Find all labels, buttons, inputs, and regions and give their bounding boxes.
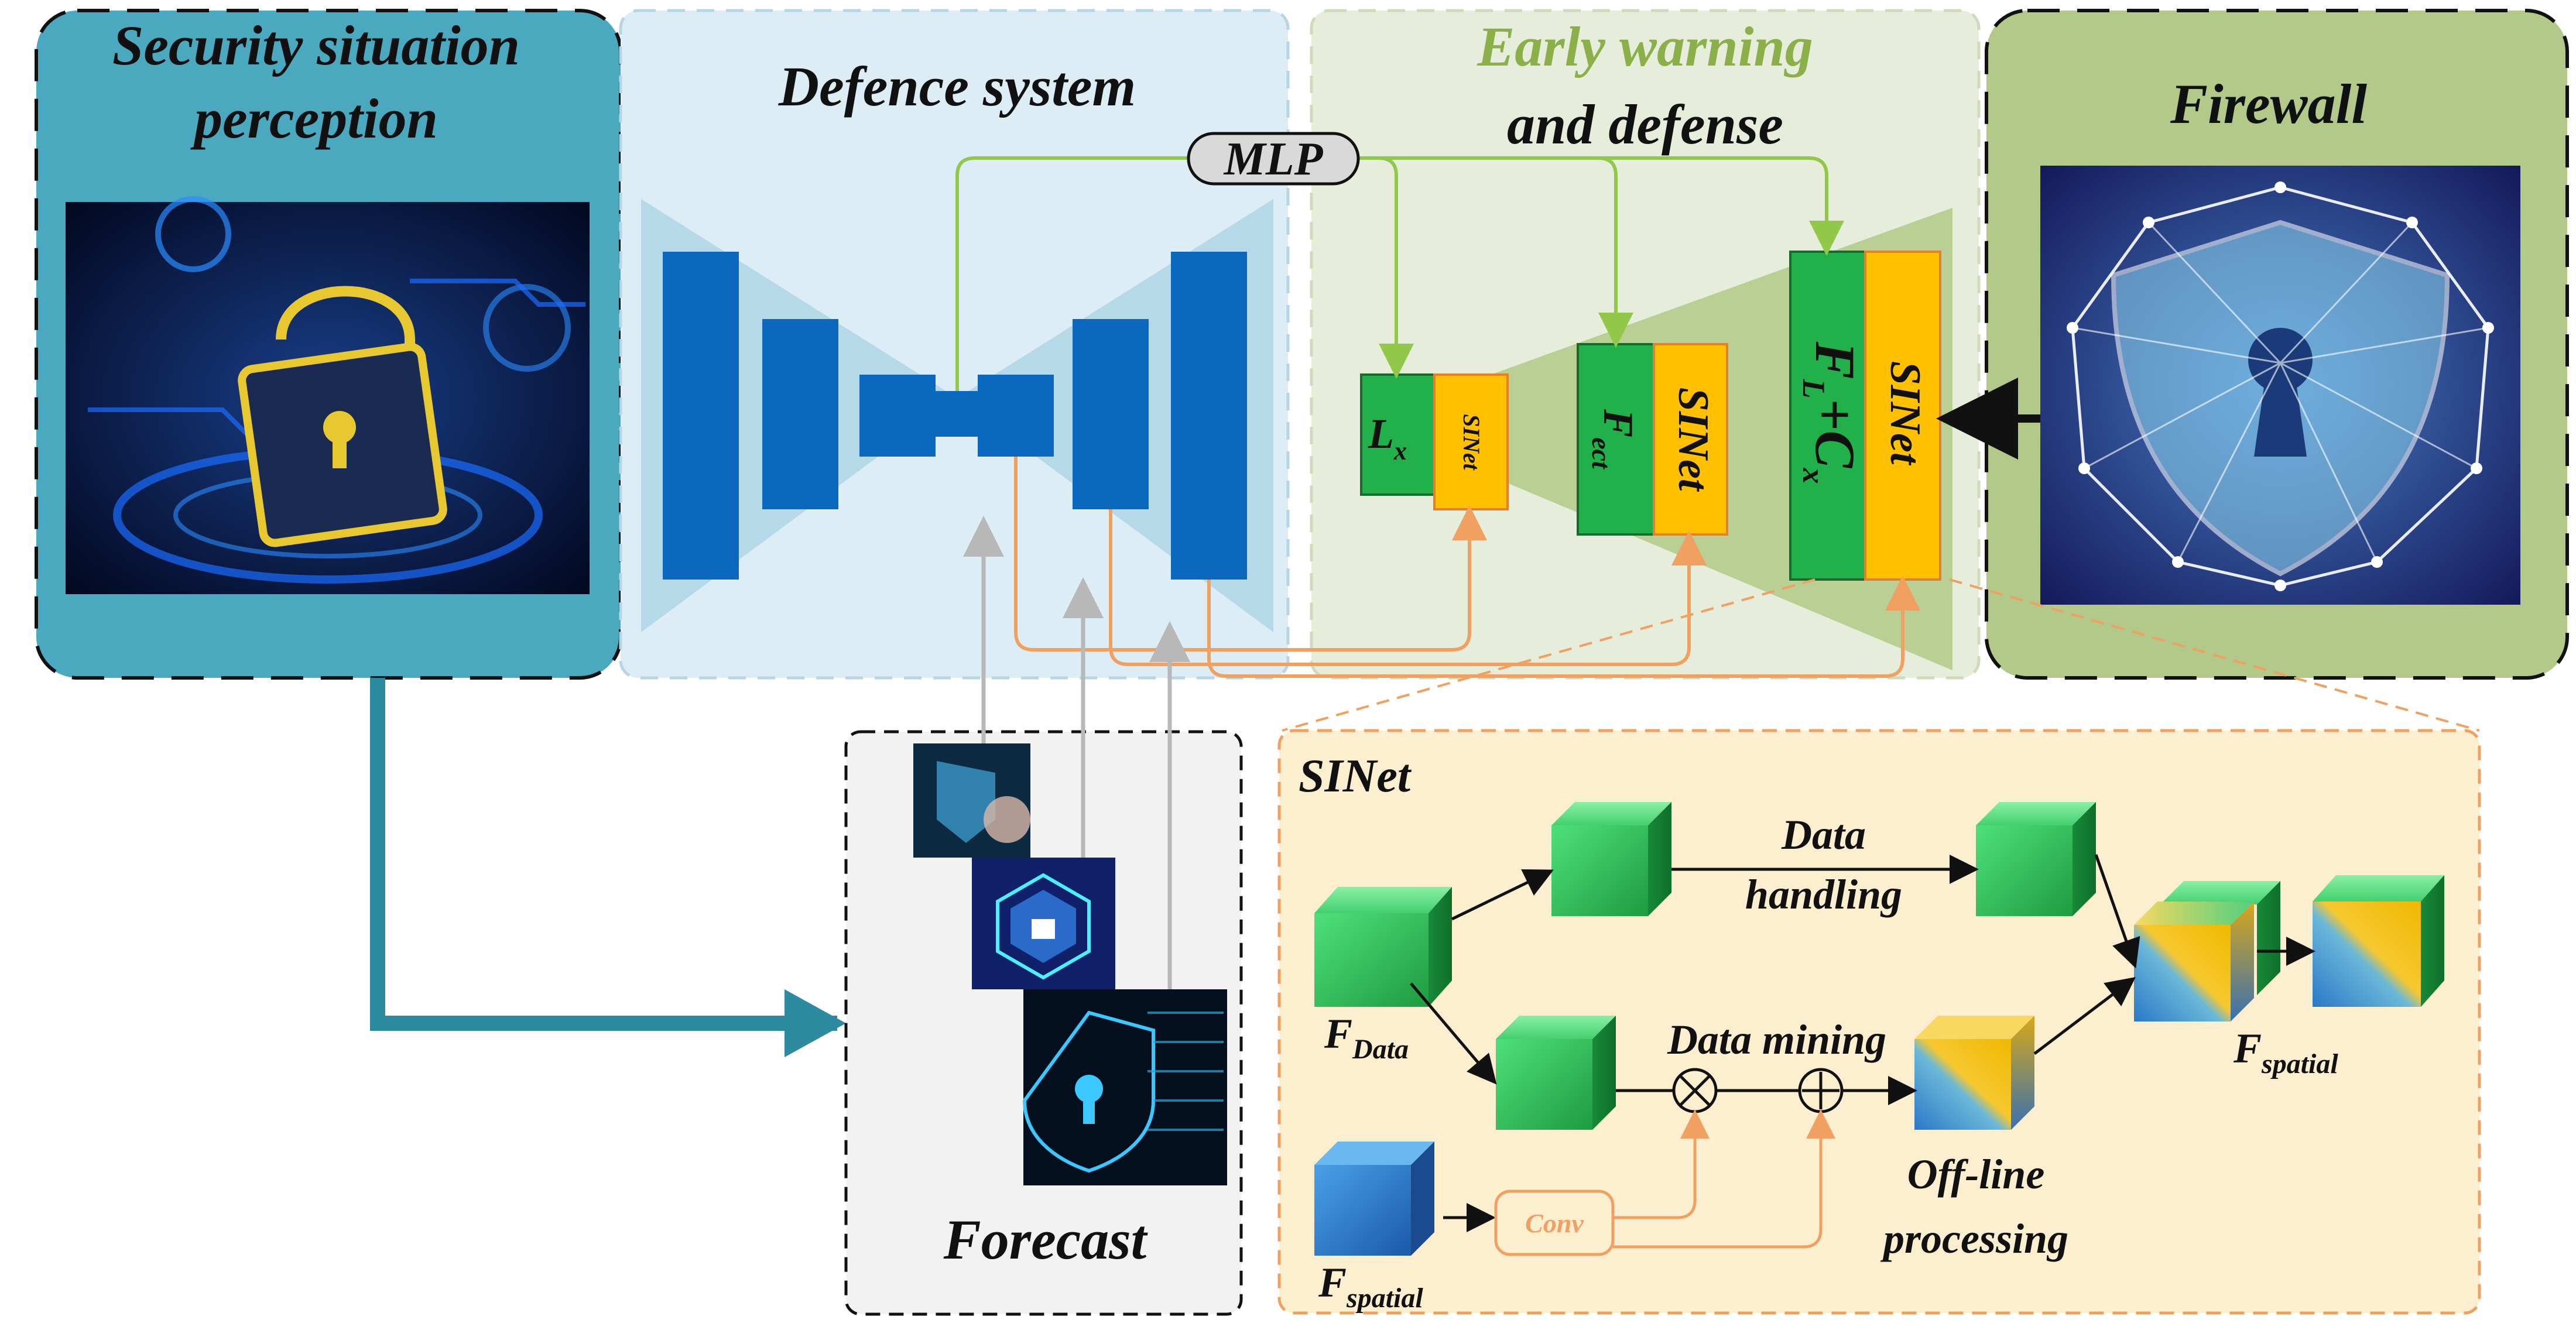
zoom-lines <box>1282 578 2480 732</box>
cube-output <box>2313 875 2444 1007</box>
cube-handling-out <box>1976 802 2096 916</box>
f-spatial-in-label: Fspatial <box>1318 1259 1423 1314</box>
stage-2: Fect SINet <box>1577 343 1728 536</box>
skip-connections <box>1014 457 1920 678</box>
conv-paths <box>1613 1109 1835 1249</box>
encoder-layer-3 <box>859 375 936 457</box>
cube-offline <box>1914 1016 2034 1130</box>
security-panel: Security situation perception <box>35 9 622 680</box>
decoder-layer-2 <box>1073 319 1149 509</box>
defence-title: Defence system <box>778 55 1136 118</box>
offline-label-1: Off-line <box>1907 1151 2045 1198</box>
stage-3-sinet-block <box>1864 251 1941 581</box>
forecast-image-3-icon <box>1022 989 1227 1185</box>
stage-3-sinet-label: SINet <box>1881 361 1929 466</box>
conv-block: Conv <box>1494 1190 1615 1256</box>
sinet-panel: SINet <box>1277 729 2481 1315</box>
firewall-panel: Firewall <box>1985 9 2569 680</box>
mlp-label: MLP <box>1223 133 1324 185</box>
stage-2-label: Fect <box>1587 409 1642 469</box>
stage-3: FL+Cx SINet <box>1789 251 1941 581</box>
data-handling-label-2: handling <box>1745 871 1902 918</box>
stage-1: Lx SINet <box>1360 373 1509 510</box>
offline-label-2: processing <box>1880 1215 2068 1262</box>
forecast-panel: Forecast <box>844 516 1243 1316</box>
stage-3-label: FL+Cx <box>1796 341 1866 484</box>
f-data-label: FData <box>1324 1010 1409 1065</box>
cube-f-spatial-in <box>1314 1142 1434 1256</box>
forecast-image-1-icon <box>913 743 1030 858</box>
decoder-layer-1 <box>978 375 1054 457</box>
forecast-feed-arrows <box>963 516 1190 989</box>
cube-fusion <box>2134 881 2280 1022</box>
security-title-line1: Security situation <box>112 14 520 77</box>
firewall-title: Firewall <box>2170 73 2367 135</box>
sinet-title: SINet <box>1299 750 1412 802</box>
forecast-title: Forecast <box>943 1208 1149 1271</box>
stage-1-sinet-label: SINet <box>1458 414 1485 471</box>
cube-mining-in <box>1496 1016 1616 1130</box>
early-warning-title-line1: Early warning <box>1477 15 1813 78</box>
cube-f-data <box>1314 887 1452 1007</box>
perception-to-forecast-arrow <box>370 678 837 1031</box>
stage-2-sinet-label: SINet <box>1669 388 1717 492</box>
perception-arrow-head <box>785 989 846 1057</box>
decoder-layer-3 <box>1171 252 1247 580</box>
sinet-arrows <box>1410 854 2315 1232</box>
encoder-decoder <box>663 252 1247 580</box>
defence-panel: Defence system <box>619 9 1290 680</box>
cube-handling-in <box>1551 802 1671 916</box>
early-warning-panel: Early warning and defense Lx SINet Fect … <box>1310 9 1981 680</box>
add-operator <box>1798 1068 1844 1113</box>
shield-image-icon <box>2040 166 2520 605</box>
stage-2-sinet-block <box>1653 343 1728 536</box>
data-handling-label-1: Data <box>1781 811 1866 858</box>
f-spatial-out-label: Fspatial <box>2233 1025 2338 1079</box>
encoder-layer-1 <box>663 252 739 580</box>
forecast-image-2-icon <box>972 858 1115 989</box>
encoder-layer-2 <box>762 319 838 509</box>
early-warning-title-line2: and defense <box>1507 93 1783 156</box>
lock-image-icon <box>66 196 590 594</box>
security-title-line2: perception <box>190 87 438 150</box>
mlp-node: MLP <box>1187 132 1360 186</box>
multiply-operator <box>1672 1068 1718 1113</box>
conv-label: Conv <box>1525 1208 1584 1238</box>
mlp-connections <box>955 156 1844 391</box>
data-mining-label: Data mining <box>1667 1016 1886 1063</box>
stage-1-label: Lx <box>1368 410 1407 465</box>
bottleneck <box>936 391 978 437</box>
